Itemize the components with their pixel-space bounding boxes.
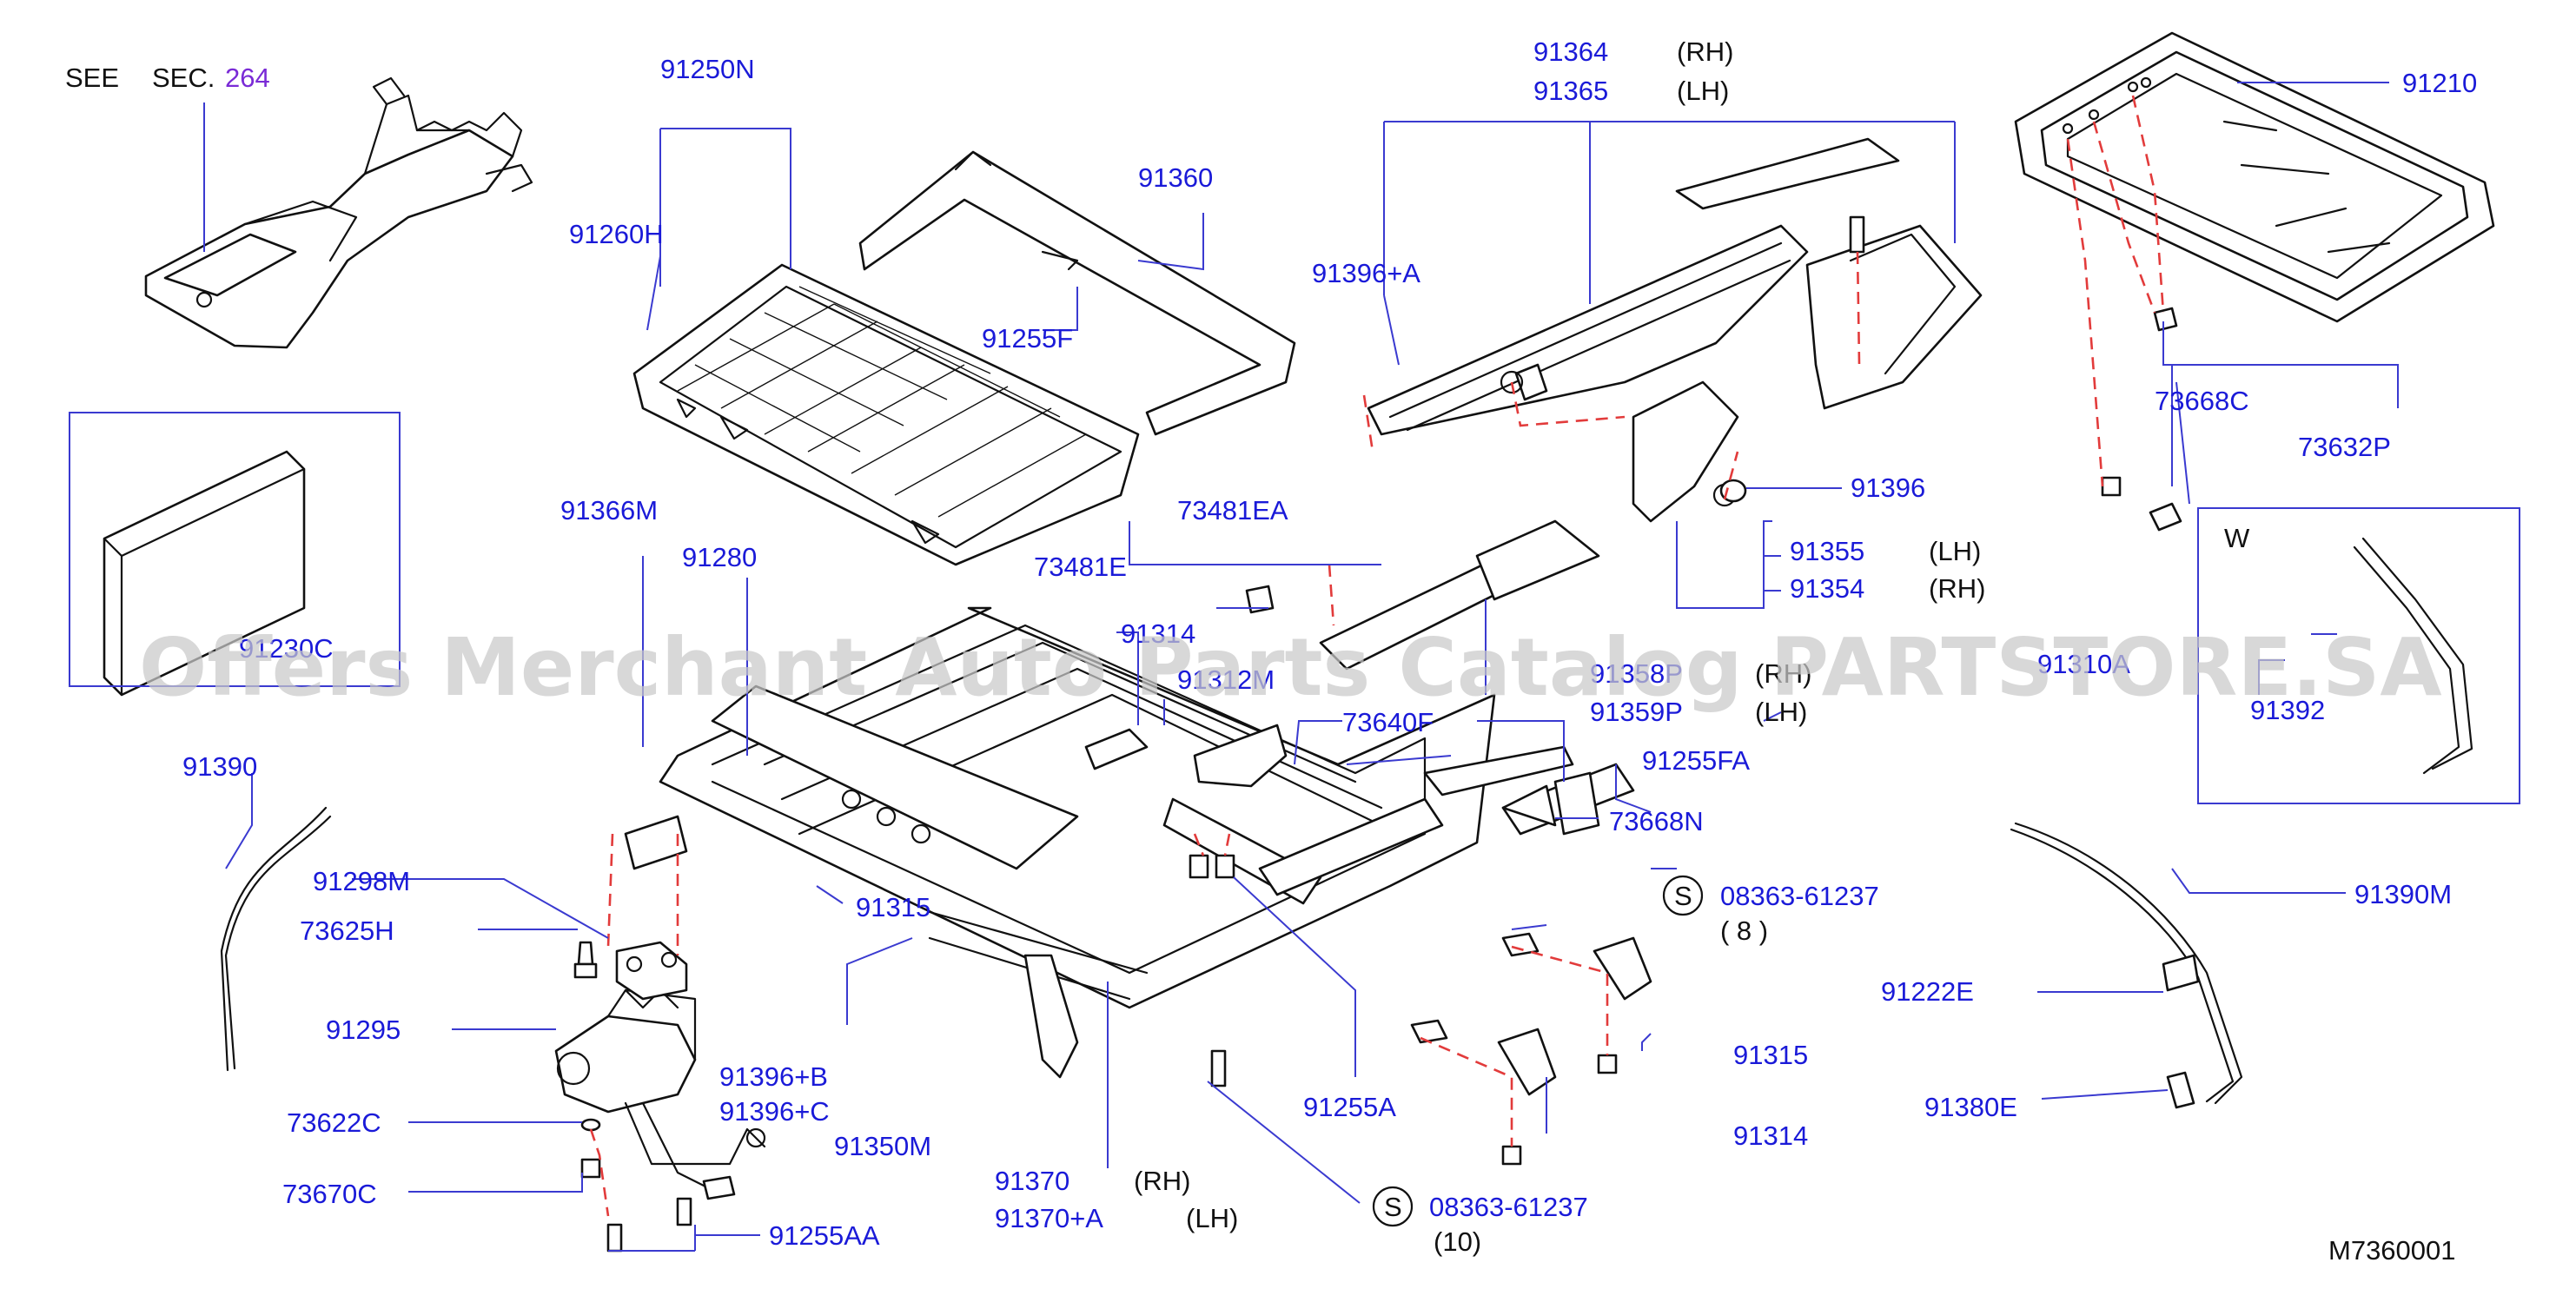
s-symbol-circles [1372,875,1704,1227]
label-91366M: 91366M [560,495,658,526]
label-91310A: 91310A [2037,649,2130,679]
w-detail-box [2197,507,2520,804]
label-91295: 91295 [326,1015,401,1045]
sunshade-drawing [632,263,1140,566]
label-91370-side: (RH) [1134,1166,1190,1196]
label-73668C: 73668C [2155,386,2249,416]
label-91230C: 91230C [239,633,334,664]
label-91298M: 91298M [313,866,410,896]
label-91315-right: 91315 [1733,1040,1808,1070]
label-73670C: 73670C [282,1179,377,1209]
label-73622C: 73622C [287,1107,381,1138]
label-91354-side: (RH) [1929,573,1985,604]
label-91360: 91360 [1138,162,1213,193]
label-73668N: 73668N [1609,806,1704,836]
label-see: SEE [65,63,119,93]
label-91315-left: 91315 [856,892,930,922]
label-91314-top: 91314 [1121,618,1195,649]
label-91365: 91365 [1533,76,1608,106]
part-labels: SEE SEC. 264 91250N 91360 91260H 91255F … [65,36,2477,1266]
label-73481E: 73481E [1034,552,1127,582]
label-91370A-side: (LH) [1186,1203,1238,1233]
label-91396A: 91396+A [1312,258,1420,288]
label-91359P: 91359P [1590,697,1683,727]
label-08363-b: 08363-61237 [1429,1192,1588,1222]
frame-drawing [624,606,1496,1079]
label-91280: 91280 [682,542,757,572]
label-91350M: 91350M [834,1131,931,1161]
label-s-symbol-b: S [1384,1192,1402,1222]
label-73481EA: 73481EA [1177,495,1288,526]
label-73640F: 73640F [1342,707,1434,737]
drawing-code: M7360001 [2328,1235,2456,1266]
label-08363-a: 08363-61237 [1720,881,1879,911]
label-91370A: 91370+A [995,1203,1103,1233]
label-91355: 91355 [1790,536,1864,566]
label-91210: 91210 [2402,68,2477,98]
label-91359P-side: (LH) [1755,697,1807,727]
label-91380E: 91380E [1924,1092,2017,1122]
label-08363-a-qty: ( 8 ) [1720,916,1768,946]
sunshade-rail-drawing [858,150,1296,436]
label-91222E: 91222E [1881,976,1974,1007]
label-91255F: 91255F [982,323,1073,354]
label-91396C: 91396+C [719,1096,830,1127]
label-91392: 91392 [2250,695,2325,725]
assembly-dashed-lines [589,95,2165,1217]
label-91255FA: 91255FA [1642,745,1750,776]
label-91355-side: (LH) [1929,536,1981,566]
label-08363-b-qty: (10) [1434,1226,1481,1257]
label-73632P: 73632P [2298,432,2391,462]
label-sec: SEC. [152,63,215,93]
label-91370: 91370 [995,1166,1069,1196]
label-91390: 91390 [182,751,257,782]
label-91396: 91396 [1851,473,1925,503]
label-91255A: 91255A [1303,1092,1396,1122]
label-91364: 91364 [1533,36,1608,67]
label-91364-side: (RH) [1677,36,1733,67]
link-arms-drawing [1319,137,1983,671]
fasteners-drawing [573,215,2200,1253]
label-91314-bottom: 91314 [1733,1120,1808,1151]
label-91390M: 91390M [2354,879,2452,909]
label-91255AA: 91255AA [769,1220,880,1251]
label-91250N: 91250N [660,54,755,84]
label-sec-num: 264 [225,63,270,93]
label-w: W [2224,523,2250,553]
label-73625H: 73625H [300,916,394,946]
label-91365-side: (LH) [1677,76,1729,106]
drain-bracket-drawing [144,76,533,349]
label-91354: 91354 [1790,573,1864,604]
watermark: Offers Merchant Auto Parts Catalog PARTS… [139,621,2442,714]
label-91260H: 91260H [569,219,664,249]
label-s-symbol-a: S [1674,881,1692,911]
label-91312M: 91312M [1177,664,1275,695]
bar-91230C-drawing [103,450,306,697]
label-91358P: 91358P [1590,658,1683,689]
motor-assembly-drawing [554,941,766,1200]
leader-lines [69,82,2399,1252]
label-91358P-side: (RH) [1755,658,1811,689]
label-91396B: 91396+B [719,1061,828,1092]
